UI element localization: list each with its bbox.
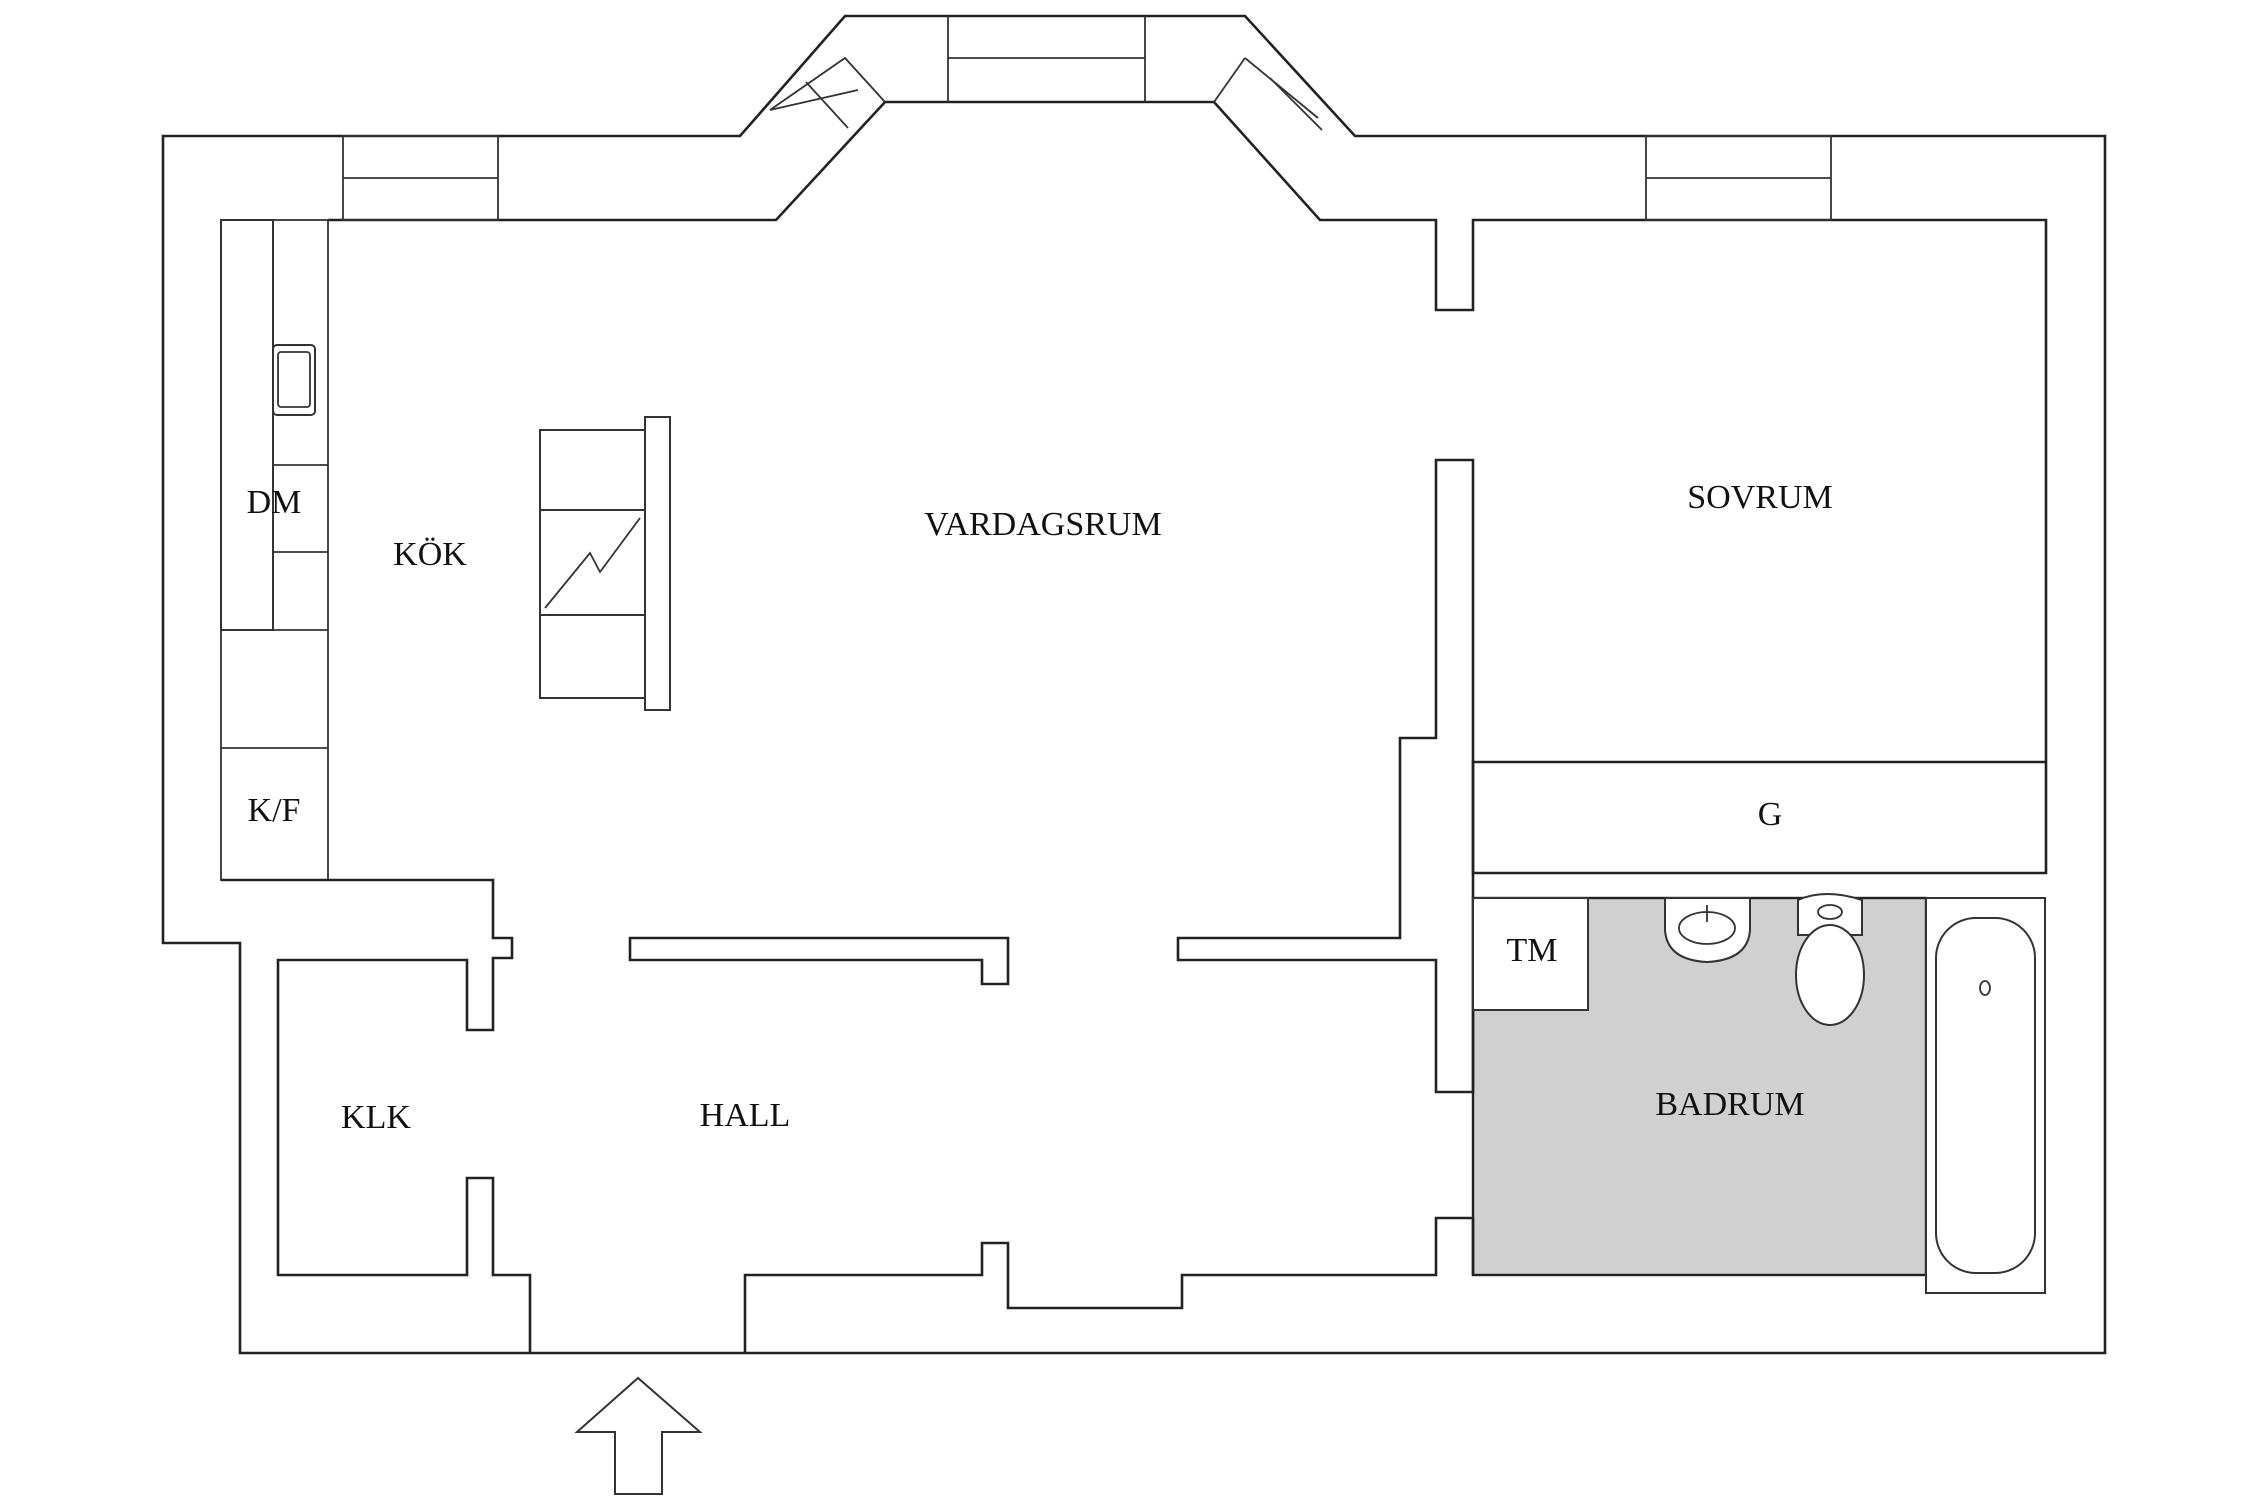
- hall-south-wall: [743, 1216, 1475, 1353]
- washbasin: [1664, 897, 1751, 964]
- room-label-kok: KÖK: [393, 536, 467, 573]
- kitchen-sink-icon: [272, 344, 316, 416]
- kitchen-hall-wall: [221, 878, 532, 1353]
- hall-partition-right: [1176, 458, 1475, 1094]
- room-label-klk: KLK: [341, 1099, 411, 1136]
- inner-wall-north: [328, 100, 2048, 875]
- dishwasher-cabinet: [220, 219, 274, 631]
- label-dm: DM: [247, 484, 302, 521]
- entrance-arrow-icon: [574, 1376, 703, 1495]
- kitchen-counter: [220, 219, 329, 881]
- label-g: G: [1758, 796, 1783, 833]
- label-kf: K/F: [248, 792, 301, 829]
- fireplace-icon: [539, 416, 671, 711]
- room-label-badrum: BADRUM: [1655, 1086, 1804, 1123]
- toilet: [1797, 893, 1863, 936]
- room-label-hall: HALL: [700, 1097, 791, 1134]
- label-tm: TM: [1507, 932, 1558, 969]
- window-bedroom: [1645, 135, 1832, 221]
- bathroom-fixtures: [1472, 893, 2046, 1294]
- room-label-sovrum: SOVRUM: [1687, 479, 1832, 516]
- washing-machine: [1472, 897, 1589, 1011]
- bay-window: [769, 16, 1323, 131]
- room-label-vardagsrum: VARDAGSRUM: [924, 506, 1161, 543]
- window-kitchen: [342, 135, 499, 221]
- outer-wall: [161, 14, 2107, 1355]
- hall-partition-left: [628, 936, 1010, 986]
